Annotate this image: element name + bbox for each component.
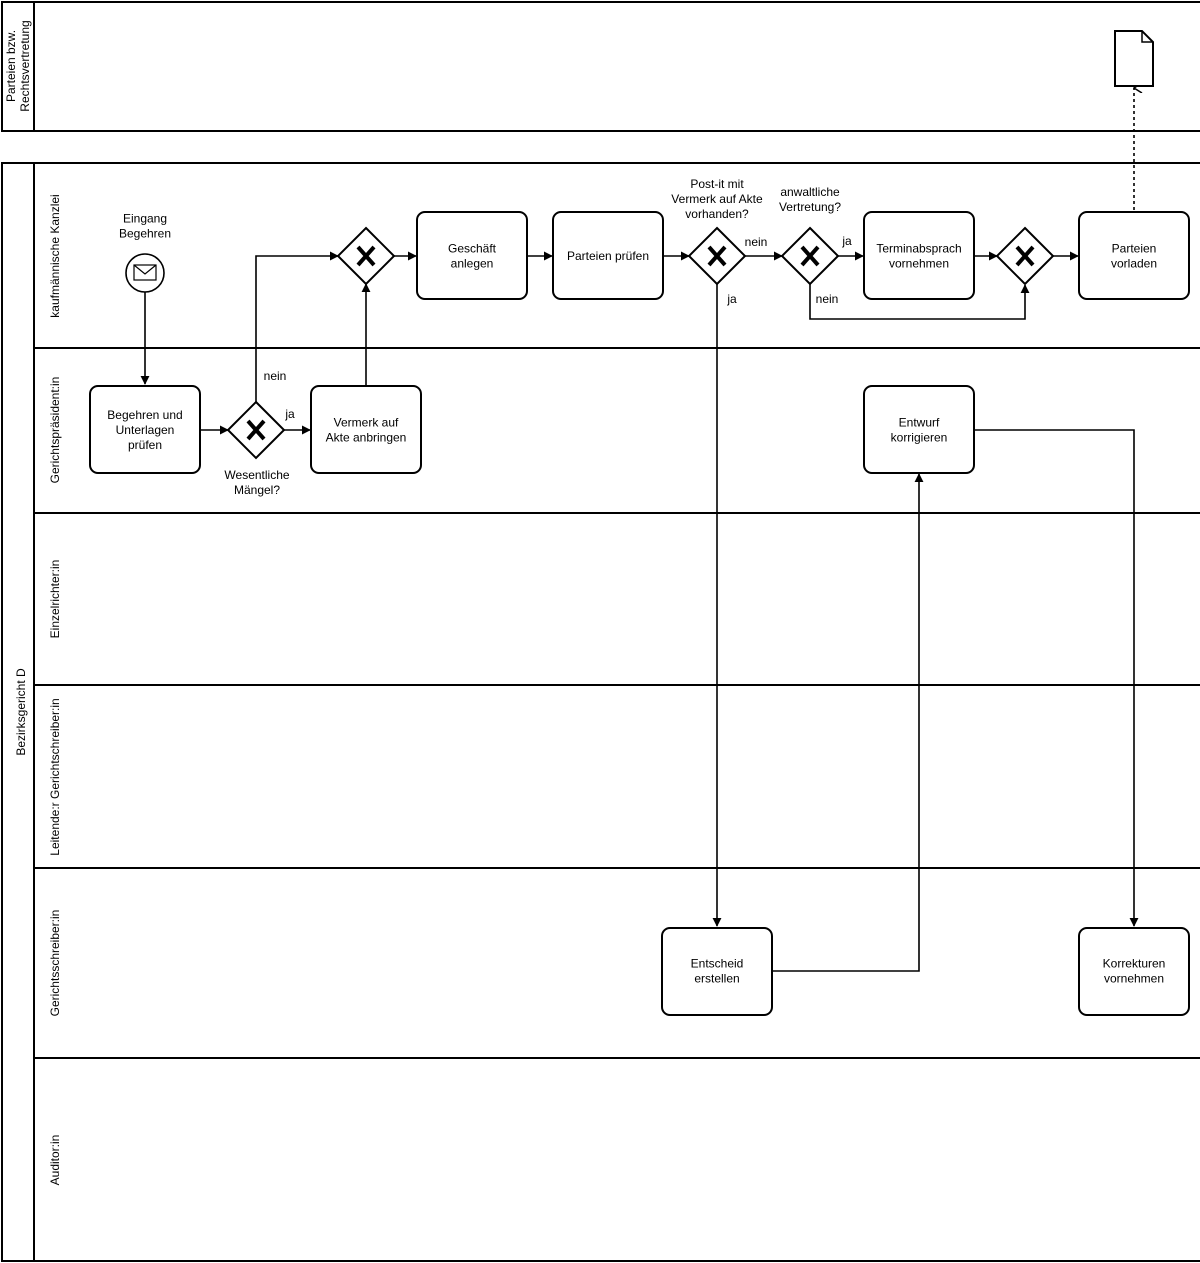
task-parteien-pruefen-label: Parteien prüfen	[567, 249, 649, 263]
document-icon	[1114, 30, 1154, 87]
flow-label-anwalt-ja: ja	[841, 234, 852, 248]
gateway-wesentliche-maengel	[226, 400, 286, 460]
gateway-postit	[687, 226, 747, 286]
exclusive-x-icon	[800, 245, 820, 267]
exclusive-x-icon	[1015, 245, 1035, 267]
exclusive-x-icon	[707, 245, 727, 267]
sequence-flows	[140, 88, 1139, 972]
lane-leitende-label: Leitende:r Gerichtschreiber:in	[48, 698, 62, 855]
gateway-anwaltliche-vertretung	[780, 226, 840, 286]
lane-gerichtsschreiber-label: Gerichtsschreiber:in	[48, 910, 62, 1017]
pool-parties-label: Parteien bzw.Rechtsvertretung	[4, 20, 32, 111]
flow-maengel-nein	[255, 251, 339, 402]
flow-label-maengel-ja: ja	[284, 407, 295, 421]
flow-entscheid-to-entwurf	[772, 473, 924, 972]
lane-kanzlei-label: kaufmännische Kanzlei	[48, 194, 62, 317]
flow-entwurf-to-korrekturen	[974, 429, 1139, 927]
task-parteien-pruefen: Parteien prüfen	[552, 211, 664, 300]
flow-label-postit-ja: ja	[726, 292, 737, 306]
lane-einzelrichter-label: Einzelrichter:in	[48, 560, 62, 639]
pool-court: Bezirksgericht D	[1, 162, 1200, 1262]
gateway-merge-1	[336, 226, 396, 286]
envelope-icon	[133, 264, 157, 281]
gateway-merge-2	[995, 226, 1055, 286]
lane-praesident-label: Gerichtspräsident:in	[48, 377, 62, 484]
lane-auditor-label: Auditor:in	[48, 1135, 62, 1186]
lane-separators	[34, 347, 1200, 1059]
pool-parties: Parteien bzw.Rechtsvertretung	[1, 1, 1200, 132]
exclusive-x-icon	[246, 419, 266, 441]
flow-anwalt-nein	[809, 284, 1030, 320]
flow-label-anwalt-nein: nein	[816, 292, 839, 306]
pool-court-label: Bezirksgericht D	[14, 668, 28, 756]
flow-label-maengel-nein: nein	[264, 369, 287, 383]
flow-label-postit-nein: nein	[745, 235, 768, 249]
exclusive-x-icon	[356, 245, 376, 267]
